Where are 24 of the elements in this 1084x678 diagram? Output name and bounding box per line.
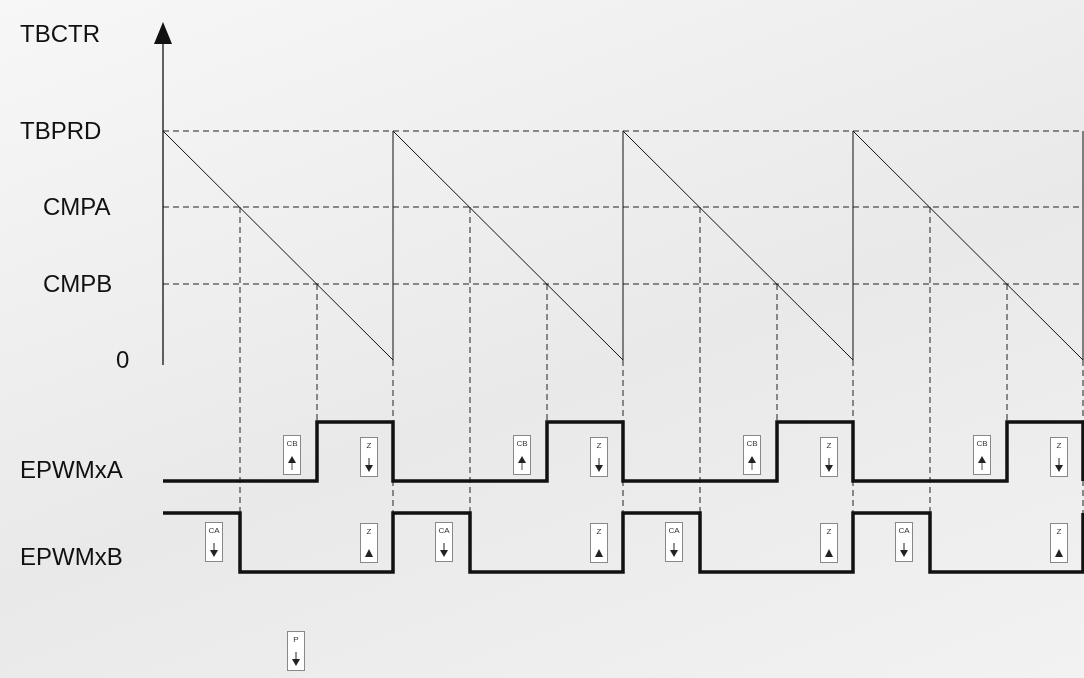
badge-label: Z xyxy=(1055,527,1063,536)
axis-label: EPWMxA xyxy=(20,456,123,484)
badge-label: CA xyxy=(437,526,451,535)
badge-label: CB xyxy=(975,439,989,448)
badge-label: CB xyxy=(745,439,759,448)
axis-label: EPWMxB xyxy=(20,543,123,571)
axis-label: CMPB xyxy=(43,270,113,298)
axis-label: CMPA xyxy=(43,193,111,221)
axis-label: 0 xyxy=(116,346,130,374)
badge-label: Z xyxy=(365,527,373,536)
badge-label: Z xyxy=(1055,441,1063,450)
badge-label: CA xyxy=(897,526,911,535)
badge-label: Z xyxy=(825,441,833,450)
badge-label: Z xyxy=(595,441,603,450)
badge-label: Z xyxy=(595,527,603,536)
badge-label: CA xyxy=(667,526,681,535)
axis-label: TBPRD xyxy=(20,117,102,145)
badge-label: CB xyxy=(285,439,299,448)
axis-label: TBCTR xyxy=(20,20,100,48)
badge-label: CA xyxy=(207,526,221,535)
badge-label: CB xyxy=(515,439,529,448)
badge-label: Z xyxy=(825,527,833,536)
badge-label: Z xyxy=(365,441,373,450)
badge-label: P xyxy=(292,635,300,644)
